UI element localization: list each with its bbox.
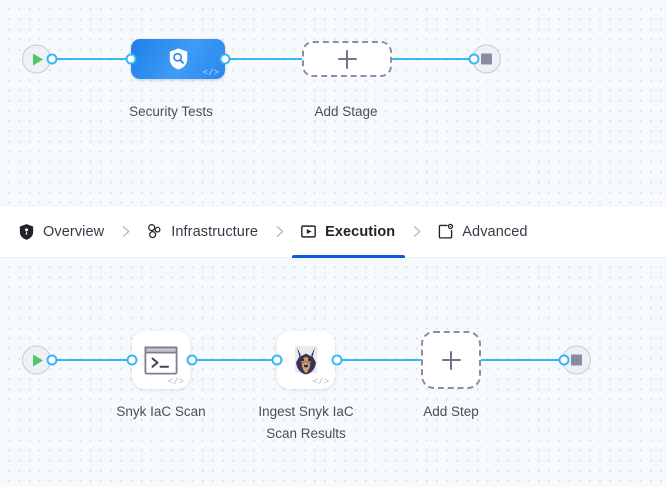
play-icon [33, 354, 43, 366]
wire-snyk-scan-to-ingest [190, 359, 278, 361]
step-label-ingest-snyk-results: Ingest Snyk IaC Scan Results [258, 404, 354, 442]
snyk-scan-input-port[interactable] [126, 354, 138, 366]
tab-label-advanced: Advanced [462, 223, 528, 240]
stage-start-port[interactable] [46, 53, 58, 65]
ingest-input-port[interactable] [271, 354, 283, 366]
code-badge: </> [167, 377, 184, 387]
wire-start-to-snyk-scan [48, 359, 134, 361]
snyk-dog-icon [295, 346, 317, 375]
stage-end-port[interactable] [468, 53, 480, 65]
play-icon [33, 53, 43, 65]
stage-node-input-port[interactable] [125, 53, 137, 65]
tab-separator-1 [108, 225, 142, 238]
card-gear-icon [439, 223, 454, 239]
step-end-port[interactable] [558, 354, 570, 366]
plus-icon [441, 350, 461, 370]
code-badge: </> [312, 377, 329, 387]
tab-label-infrastructure: Infrastructure [171, 223, 259, 240]
step-node-snyk-iac-scan[interactable]: </> [132, 331, 190, 389]
stop-icon [481, 53, 492, 65]
step-start-node[interactable] [22, 345, 51, 375]
chevron-right-icon [413, 226, 421, 237]
chevron-right-icon [276, 226, 283, 237]
add-stage-button[interactable] [302, 41, 392, 77]
step-label-snyk-iac-scan: Snyk IaC Scan [116, 404, 206, 419]
tab-label-execution: Execution [325, 223, 396, 240]
step-label-add-step: Add Step [423, 404, 479, 419]
stage-node-output-port[interactable] [219, 53, 231, 65]
wire-start-to-security-tests [48, 58, 134, 60]
shield-search-icon [169, 48, 187, 70]
chevron-right-icon [122, 226, 130, 237]
step-node-ingest-snyk-results[interactable]: </> [277, 331, 335, 389]
tab-separator-2 [262, 225, 296, 238]
wire-add-stage-to-end [390, 58, 476, 60]
tab-overview[interactable]: Overview [14, 206, 108, 258]
tab-execution[interactable]: Execution [292, 206, 406, 258]
stage-label-add-stage: Add Stage [314, 104, 378, 119]
wire-security-tests-to-add-stage [222, 58, 302, 60]
steps-canvas[interactable]: </> </> [0, 258, 667, 487]
pipeline-tab-bar: Overview Infrastructure E [0, 205, 667, 258]
add-step-button[interactable] [421, 331, 481, 389]
plus-icon [337, 49, 357, 69]
code-badge: </> [202, 68, 219, 78]
stage-node-security-tests[interactable]: </> [131, 39, 225, 79]
tab-advanced[interactable]: Advanced [433, 206, 531, 258]
snyk-scan-output-port[interactable] [186, 354, 198, 366]
wire-add-step-to-end [480, 359, 566, 361]
stages-canvas[interactable]: </> Security Tests Add Stage [0, 0, 667, 205]
tab-infrastructure[interactable]: Infrastructure [142, 206, 262, 258]
terminal-icon [144, 345, 178, 375]
play-box-icon [301, 225, 316, 238]
tab-label-overview: Overview [43, 223, 105, 240]
ingest-output-port[interactable] [331, 354, 343, 366]
stage-label-security-tests: Security Tests [129, 104, 213, 119]
tab-separator-3 [399, 225, 433, 238]
step-start-port[interactable] [46, 354, 58, 366]
stop-icon [571, 354, 582, 366]
shield-icon [19, 224, 34, 240]
wire-ingest-to-add-step [335, 359, 421, 361]
nodes-cluster-icon [148, 224, 161, 239]
